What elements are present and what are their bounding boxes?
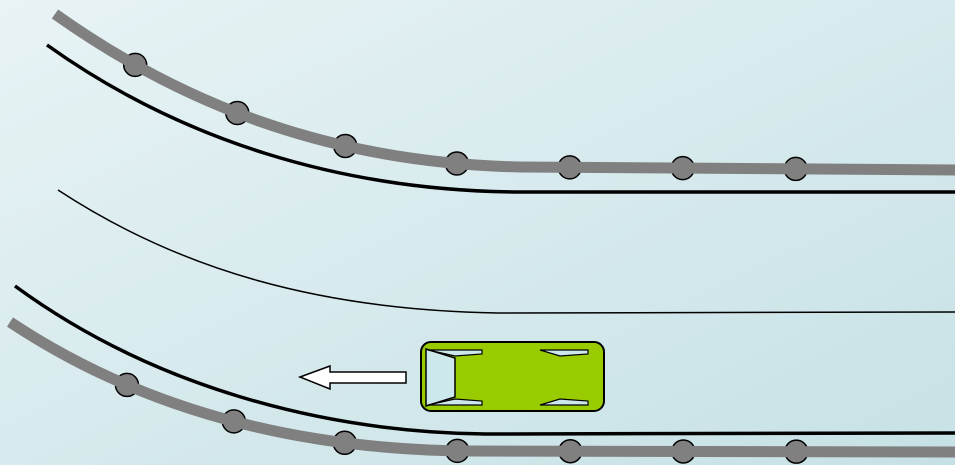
top-road-edge [45, 43, 955, 194]
car-window-bottom-right [539, 398, 589, 406]
car-window-top-right [539, 349, 589, 357]
direction-arrow [297, 364, 407, 391]
car [420, 341, 605, 412]
car-body [420, 341, 605, 412]
center-lane-line [57, 189, 955, 314]
car-windshield [425, 347, 456, 408]
top-guardrail [51, 9, 955, 176]
bottom-guardrail [6, 317, 955, 458]
car-window-top-left [427, 349, 483, 357]
car-window-bottom-left [427, 398, 483, 406]
bottom-road-edge [13, 284, 955, 436]
